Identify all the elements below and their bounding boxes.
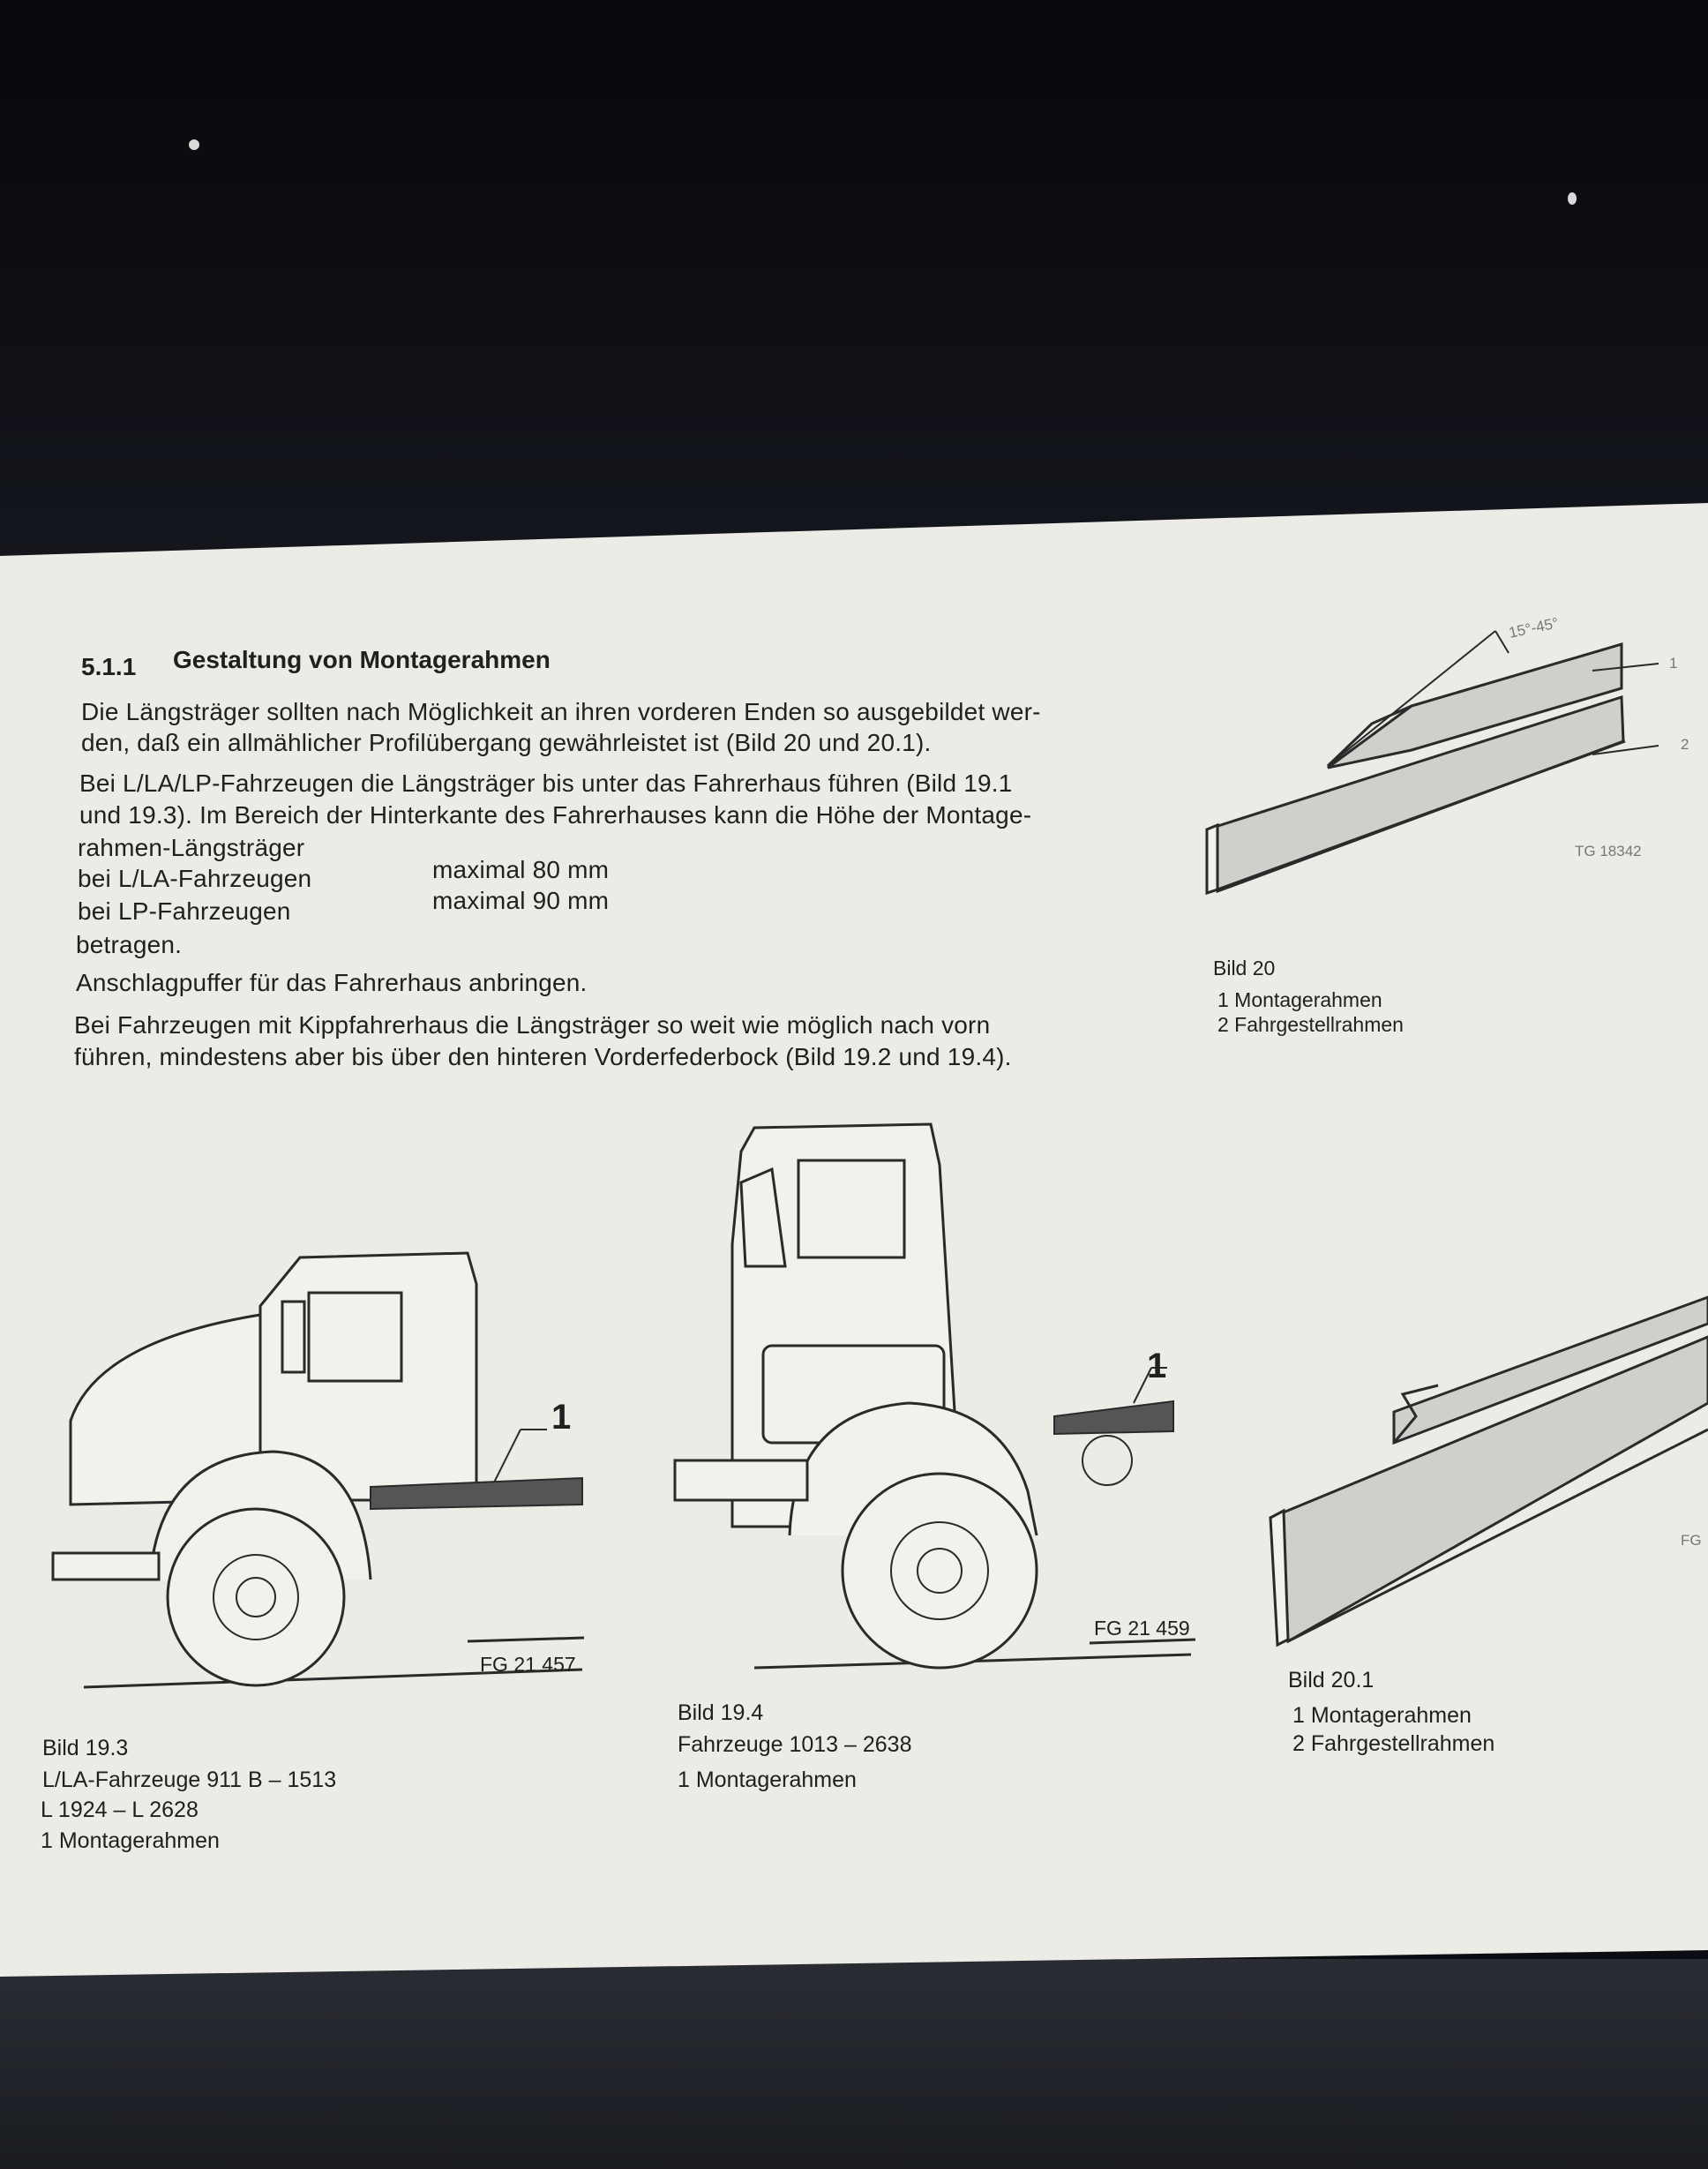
spec-value: maximal 90 mm bbox=[432, 887, 610, 914]
bild194-truck-illustration bbox=[673, 1122, 1196, 1670]
bild193-line3: 1 Montagerahmen bbox=[41, 1828, 220, 1853]
front-wheel bbox=[841, 1472, 1038, 1670]
paragraph-line: führen, mindestens aber bis über den hin… bbox=[74, 1043, 1012, 1070]
section-number: 5.1.1 bbox=[81, 653, 137, 680]
paragraph-line: Die Längsträger sollten nach Möglichkeit… bbox=[81, 698, 1041, 725]
paragraph-line: betragen. bbox=[76, 931, 183, 958]
bild194-line1: Fahrzeuge 1013 – 2638 bbox=[678, 1732, 912, 1757]
bild20-callout-1: 1 bbox=[1669, 655, 1678, 672]
angle-guide bbox=[1327, 630, 1496, 767]
bild194-line2: 1 Montagerahmen bbox=[678, 1767, 857, 1792]
bild20-code: TG 18342 bbox=[1575, 843, 1642, 859]
dark-background-top bbox=[0, 0, 1708, 565]
bild193-truck-illustration bbox=[51, 1251, 585, 1689]
bild193-code: FG 21 457 bbox=[480, 1653, 576, 1676]
bild201-frame-diagram bbox=[1269, 1295, 1708, 1647]
cab-window bbox=[797, 1159, 906, 1259]
mounting-frame bbox=[370, 1476, 583, 1511]
dust-speck bbox=[1568, 192, 1577, 205]
bild20-legend-2: 2 Fahrgestellrahmen bbox=[1217, 1013, 1404, 1036]
frame-rail-1 bbox=[1392, 1295, 1708, 1445]
bild194-code: FG 21 459 bbox=[1094, 1617, 1190, 1640]
section-title: Gestaltung von Montagerahmen bbox=[173, 646, 551, 673]
bild193-callout: 1 bbox=[551, 1398, 572, 1437]
bild194-callout: 1 bbox=[1147, 1347, 1167, 1385]
dust-speck bbox=[189, 139, 199, 150]
paragraph-line: und 19.3). Im Bereich der Hinterkante de… bbox=[79, 801, 1032, 829]
truck-hood bbox=[69, 1313, 262, 1506]
frame-rail-2-flange bbox=[1205, 822, 1219, 896]
bild194-caption: Bild 19.4 bbox=[678, 1700, 764, 1725]
bild201-legend-2: 2 Fahrgestellrahmen bbox=[1292, 1731, 1495, 1756]
bild20-frame-diagram bbox=[1205, 630, 1659, 896]
paragraph-line: Anschlagpuffer für das Fahrerhaus anbrin… bbox=[76, 969, 588, 996]
frame-rail-1-ramp bbox=[1392, 1384, 1439, 1444]
bild193-caption: Bild 19.3 bbox=[42, 1736, 129, 1760]
bild201-code: FG bbox=[1681, 1532, 1702, 1549]
frame-rail-1 bbox=[1327, 642, 1623, 769]
paragraph-line: rahmen-Längsträger bbox=[78, 834, 305, 861]
ground-line bbox=[83, 1668, 583, 1689]
paragraph-line: Bei L/LA/LP-Fahrzeugen die Längsträger b… bbox=[79, 769, 1013, 797]
bild193-line2: L 1924 – L 2628 bbox=[41, 1797, 199, 1822]
bild201-caption: Bild 20.1 bbox=[1288, 1668, 1375, 1692]
spec-label: bei LP-Fahrzeugen bbox=[78, 897, 291, 925]
bild193-line1: L/LA-Fahrzeuge 911 B – 1513 bbox=[42, 1767, 337, 1792]
bild201-legend-1: 1 Montagerahmen bbox=[1292, 1703, 1472, 1728]
front-wheel bbox=[166, 1507, 346, 1687]
bild20-callout-2: 2 bbox=[1681, 736, 1689, 753]
cab-window bbox=[307, 1291, 403, 1383]
paragraph-line: den, daß ein allmählicher Profilübergang… bbox=[81, 729, 932, 756]
bild20-legend-1: 1 Montagerahmen bbox=[1217, 988, 1382, 1011]
spec-label: bei L/LA-Fahrzeugen bbox=[78, 865, 312, 892]
frame-rail-1-ramp bbox=[1326, 704, 1412, 768]
mounting-frame bbox=[1053, 1400, 1174, 1436]
paragraph-line: Bei Fahrzeugen mit Kippfahrerhaus die Lä… bbox=[74, 1011, 991, 1039]
frame-rail-2-flange bbox=[1269, 1508, 1290, 1647]
dark-background-bottom bbox=[0, 1959, 1708, 2169]
spec-value: maximal 80 mm bbox=[432, 856, 610, 883]
bild20-caption: Bild 20 bbox=[1213, 957, 1276, 979]
